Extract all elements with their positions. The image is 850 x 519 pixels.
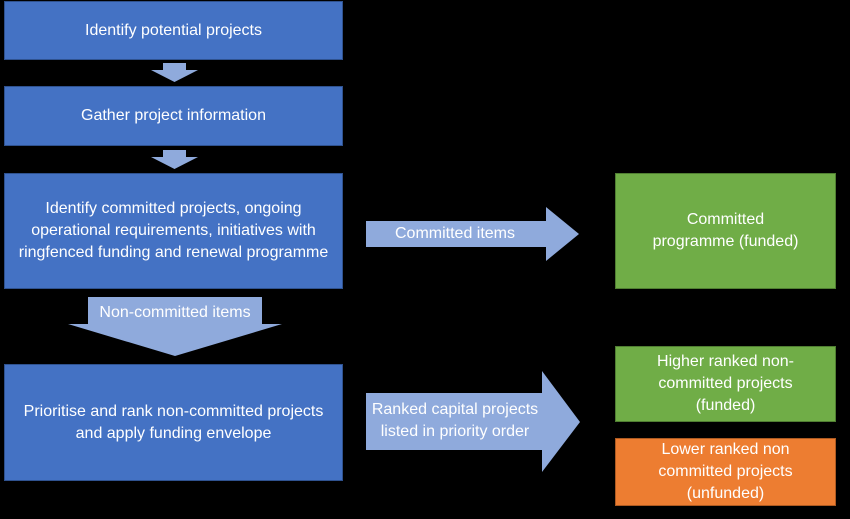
gather-project-information-box: Gather project information	[4, 86, 343, 146]
gather-project-information-label: Gather project information	[81, 107, 266, 124]
higher-ranked-box: Higher ranked non-committed projects (fu…	[615, 346, 836, 422]
identify-potential-projects-label: Identify potential projects	[85, 21, 262, 39]
non-committed-items-arrow	[68, 297, 282, 356]
identify-committed-projects-box: Identify committed projects, ongoing ope…	[4, 173, 343, 289]
ranked-projects-arrow	[366, 371, 580, 472]
committed-programme-box: Committed programme (funded)	[615, 173, 836, 289]
prioritise-and-rank-box: Prioritise and rank non-committed projec…	[4, 364, 343, 481]
committed-programme-label: Committed programme (funded)	[652, 211, 799, 250]
down-arrow-2	[151, 150, 198, 169]
higher-ranked-label: Higher ranked non-committed projects (fu…	[657, 353, 794, 414]
committed-items-label: Committed items	[394, 225, 516, 242]
down-arrow-1	[151, 63, 198, 82]
identify-potential-projects-box: Identify potential projects	[4, 1, 343, 60]
prioritise-and-rank-label: Prioritise and rank non-committed projec…	[23, 402, 324, 442]
identify-committed-projects-label: Identify committed projects, ongoing ope…	[18, 200, 329, 261]
ranked-projects-label: Ranked capital projects listed in priori…	[371, 401, 539, 440]
non-committed-items-label: Non-committed items	[99, 304, 251, 321]
lower-ranked-box: Lower ranked non committed projects (unf…	[615, 438, 836, 506]
lower-ranked-label: Lower ranked non committed projects (unf…	[658, 441, 793, 502]
committed-items-arrow	[366, 207, 579, 261]
